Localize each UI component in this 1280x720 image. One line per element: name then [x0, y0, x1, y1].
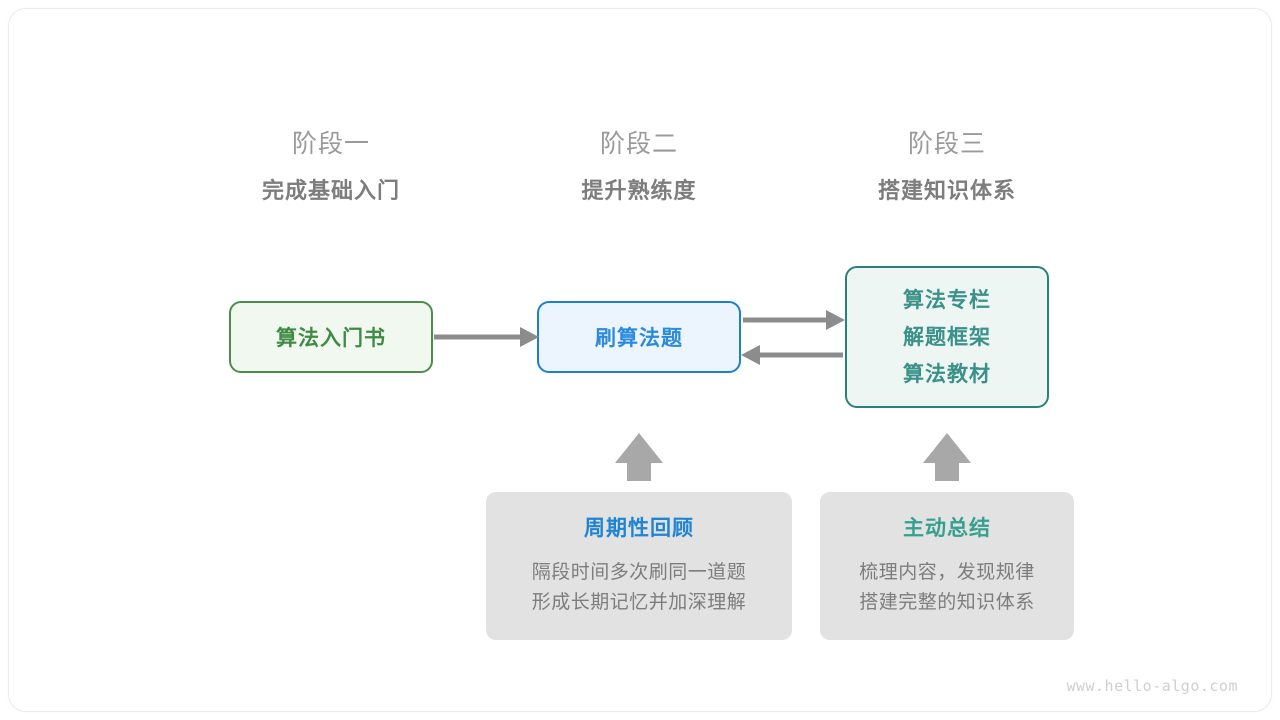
info-panel-body-review: 隔段时间多次刷同一道题 形成长期记忆并加深理解 [532, 558, 747, 618]
info-panel-review-line-1: 隔段时间多次刷同一道题 [531, 562, 747, 583]
info-panel-active-summary[interactable]: 主动总结 梳理内容，发现规律 搭建完整的知识体系 [820, 492, 1074, 640]
info-panel-body-summary: 梳理内容，发现规律 搭建完整的知识体系 [859, 558, 1035, 618]
info-panel-summary-line-2: 搭建完整的知识体系 [859, 592, 1035, 613]
info-panel-title-summary: 主动总结 [903, 517, 991, 540]
node-label-practice: 刷算法题 [595, 327, 683, 350]
node-learning-resources[interactable]: 算法专栏 解题框架 算法教材 [845, 266, 1049, 408]
node-label-resources-2: 解题框架 [903, 325, 991, 349]
stage-title-1: 完成基础入门 [261, 178, 400, 203]
node-label-resources-1: 算法专栏 [903, 288, 991, 312]
watermark-url: www.hello-algo.com [1066, 677, 1238, 695]
stage-title-2: 提升熟练度 [581, 178, 697, 203]
stage-header-2: 阶段二 提升熟练度 [509, 126, 769, 208]
stage-header-3: 阶段三 搭建知识体系 [817, 126, 1077, 208]
node-label-resources-3: 算法教材 [903, 362, 991, 386]
stage-number-3: 阶段三 [907, 130, 986, 158]
node-practice-problems[interactable]: 刷算法题 [537, 301, 741, 373]
info-panel-periodic-review[interactable]: 周期性回顾 隔段时间多次刷同一道题 形成长期记忆并加深理解 [486, 492, 792, 640]
stage-header-1: 阶段一 完成基础入门 [201, 126, 461, 208]
node-algorithm-intro-book[interactable]: 算法入门书 [229, 301, 433, 373]
stage-number-2: 阶段二 [599, 130, 678, 158]
node-label-book: 算法入门书 [276, 327, 386, 350]
info-panel-title-review: 周期性回顾 [584, 517, 694, 540]
info-panel-summary-line-1: 梳理内容，发现规律 [859, 562, 1035, 583]
info-panel-review-line-2: 形成长期记忆并加深理解 [531, 592, 747, 613]
stage-number-1: 阶段一 [291, 130, 370, 158]
stage-title-3: 搭建知识体系 [877, 178, 1016, 203]
